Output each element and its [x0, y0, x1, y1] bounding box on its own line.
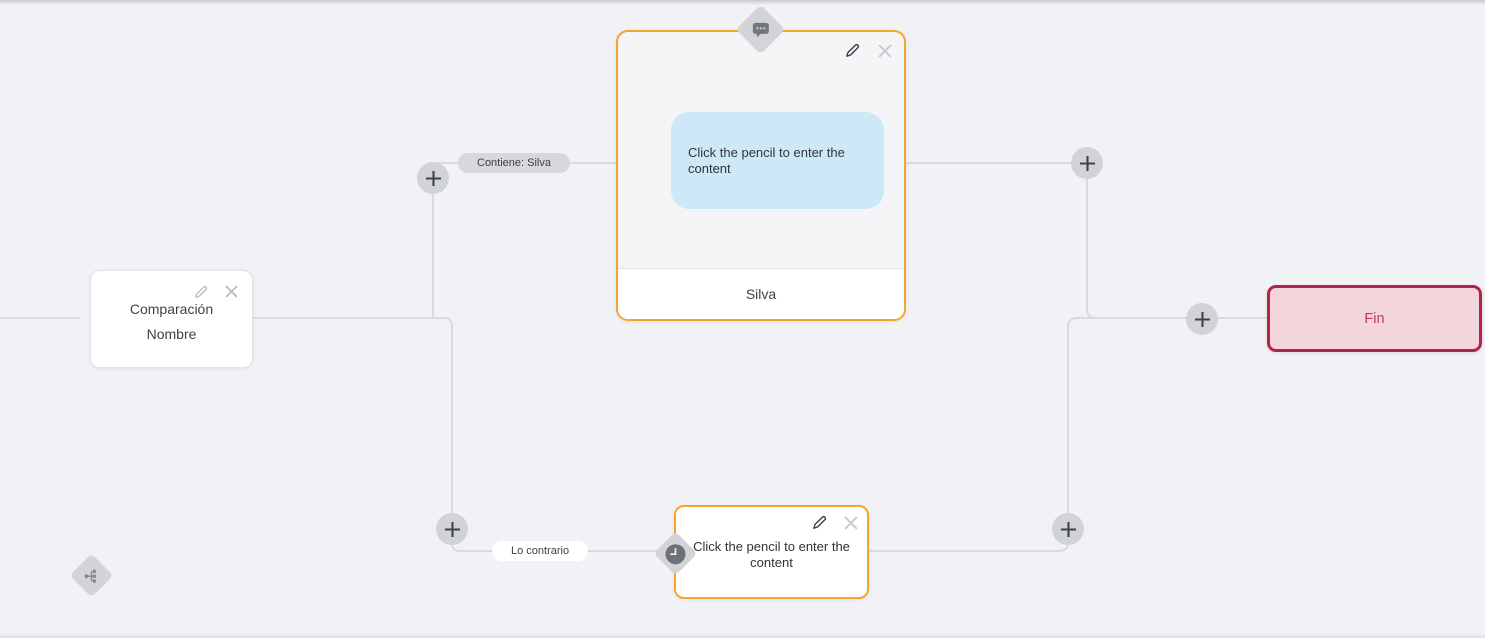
plus-icon: [444, 521, 460, 537]
message-type-badge: [735, 4, 786, 55]
edit-pencil-icon[interactable]: [845, 43, 860, 58]
add-node-button-before-end[interactable]: [1186, 303, 1218, 335]
close-icon[interactable]: [224, 284, 239, 299]
plus-icon: [1060, 521, 1076, 537]
edge-message-to-end: [905, 162, 1268, 319]
message-preview-bubble: Click the pencil to enter the content: [671, 112, 884, 209]
plus-icon: [425, 170, 441, 186]
plus-icon: [1194, 311, 1210, 327]
add-node-button-bottom-right[interactable]: [1052, 513, 1084, 545]
clock-icon: [665, 543, 687, 565]
action-placeholder-text: Click the pencil to enter the content: [693, 539, 850, 570]
action-node[interactable]: Click the pencil to enter the content: [653, 505, 869, 599]
condition-title-line2: Nombre: [146, 326, 197, 342]
branch-sitemap-icon: [84, 568, 100, 584]
message-footer-label: Silva: [745, 286, 777, 302]
condition-node-card: Comparación Nombre: [69, 270, 253, 598]
edit-pencil-icon[interactable]: [812, 515, 827, 530]
condition-title-line1: Comparación: [129, 301, 214, 317]
close-icon[interactable]: [877, 43, 892, 58]
edit-pencil-icon[interactable]: [193, 284, 208, 299]
message-node-footer: Silva: [618, 268, 904, 319]
add-node-button-bottom-left[interactable]: [436, 513, 468, 545]
chat-bubble-icon: [752, 21, 770, 38]
condition-node[interactable]: Comparación Nombre: [69, 270, 253, 598]
plus-icon: [1079, 155, 1095, 171]
close-icon[interactable]: [843, 515, 858, 530]
message-placeholder-text: Click the pencil to enter the content: [688, 144, 845, 176]
end-node[interactable]: Fin: [1267, 285, 1482, 352]
edge-condition-to-action: [253, 317, 662, 552]
message-node[interactable]: Click the pencil to enter the content Si…: [616, 4, 906, 321]
edge-label-contains: Contiene: Silva: [458, 153, 570, 173]
action-node-card: Click the pencil to enter the content: [653, 505, 869, 599]
add-node-button-top-left[interactable]: [417, 162, 449, 194]
edge-action-to-end: [867, 317, 1100, 552]
edge-label-otherwise: Lo contrario: [492, 541, 589, 561]
edge-condition-to-message: [432, 162, 617, 318]
end-node-card: Fin: [1267, 285, 1482, 352]
message-node-card: Click the pencil to enter the content Si…: [616, 4, 906, 321]
condition-type-badge: [69, 553, 114, 598]
end-node-label: Fin: [1364, 310, 1385, 327]
add-node-button-top-right[interactable]: [1071, 147, 1103, 179]
action-type-badge: [653, 531, 698, 576]
